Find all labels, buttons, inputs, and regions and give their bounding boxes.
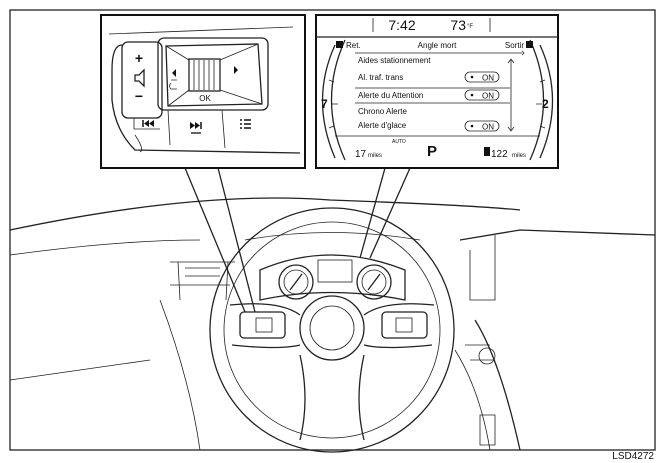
next-track-icon[interactable] — [190, 122, 202, 134]
exit-button-icon — [526, 41, 533, 48]
exit-label[interactable]: Sortir — [505, 41, 524, 50]
dpad-housing — [157, 37, 269, 111]
toggle-cross-traffic[interactable]: ON — [464, 71, 500, 83]
gauge-right-number: 2 — [542, 97, 549, 111]
menu-item-ice-alert[interactable]: Alerte d'glace — [358, 121, 407, 130]
horn-pad — [299, 295, 365, 361]
scroll-wheel[interactable] — [188, 58, 221, 92]
volume-up-label: + — [135, 50, 143, 66]
toggle-ice-alert[interactable]: ON — [464, 120, 500, 132]
switch-inset: + − OK — [100, 14, 306, 169]
toggle-attention-alert[interactable]: ON — [464, 89, 500, 101]
figure-id: LSD4272 — [612, 451, 654, 462]
volume-switch[interactable] — [121, 41, 163, 119]
svg-text:ON: ON — [482, 74, 494, 83]
trip-distance: 17 — [355, 149, 367, 160]
left-wheel-switch — [239, 311, 286, 339]
menu-title: Angle mort — [418, 41, 457, 50]
right-wheel-switch — [381, 311, 428, 339]
ok-label: OK — [199, 94, 211, 103]
right-arrow-icon — [234, 66, 238, 74]
svg-text:ON: ON — [482, 92, 494, 101]
back-label[interactable]: Ret. — [346, 41, 361, 50]
previous-track-icon[interactable] — [142, 120, 154, 127]
steering-wheel — [209, 207, 455, 453]
menu-item-cross-traffic[interactable]: Al. traf. trans — [358, 73, 403, 82]
gauge-left-number: 7 — [321, 97, 328, 111]
left-arrow-icon — [172, 69, 176, 77]
back-button-icon — [336, 41, 343, 48]
gear-indicator: P — [427, 143, 437, 160]
menu-list-icon[interactable] — [240, 119, 251, 129]
scrollbar[interactable] — [507, 50, 525, 132]
outside-temperature: 73 — [450, 17, 466, 33]
range-unit: miles — [512, 153, 526, 159]
speaker-icon — [134, 68, 145, 88]
temperature-unit: °F — [467, 24, 473, 30]
back-icon — [169, 79, 177, 90]
range-distance: 122 — [491, 149, 508, 160]
menu-item-attention-alert[interactable]: Alerte du Attention — [358, 91, 423, 100]
car-interior — [9, 167, 656, 453]
menu-item-alert-timer[interactable]: Chrono Alerte — [358, 107, 407, 116]
fuel-pump-icon — [484, 147, 490, 156]
display-inset: 7:42 73 °F 7 2 Ret. Angle mort Sortir Ai… — [315, 14, 559, 169]
menu-item-parking-aids[interactable]: Aides stationnement — [358, 56, 431, 65]
volume-down-label: − — [135, 88, 143, 104]
svg-text:ON: ON — [482, 123, 494, 132]
drive-mode: AUTO — [392, 139, 406, 145]
trip-unit: miles — [368, 153, 382, 159]
clock: 7:42 — [388, 17, 415, 33]
